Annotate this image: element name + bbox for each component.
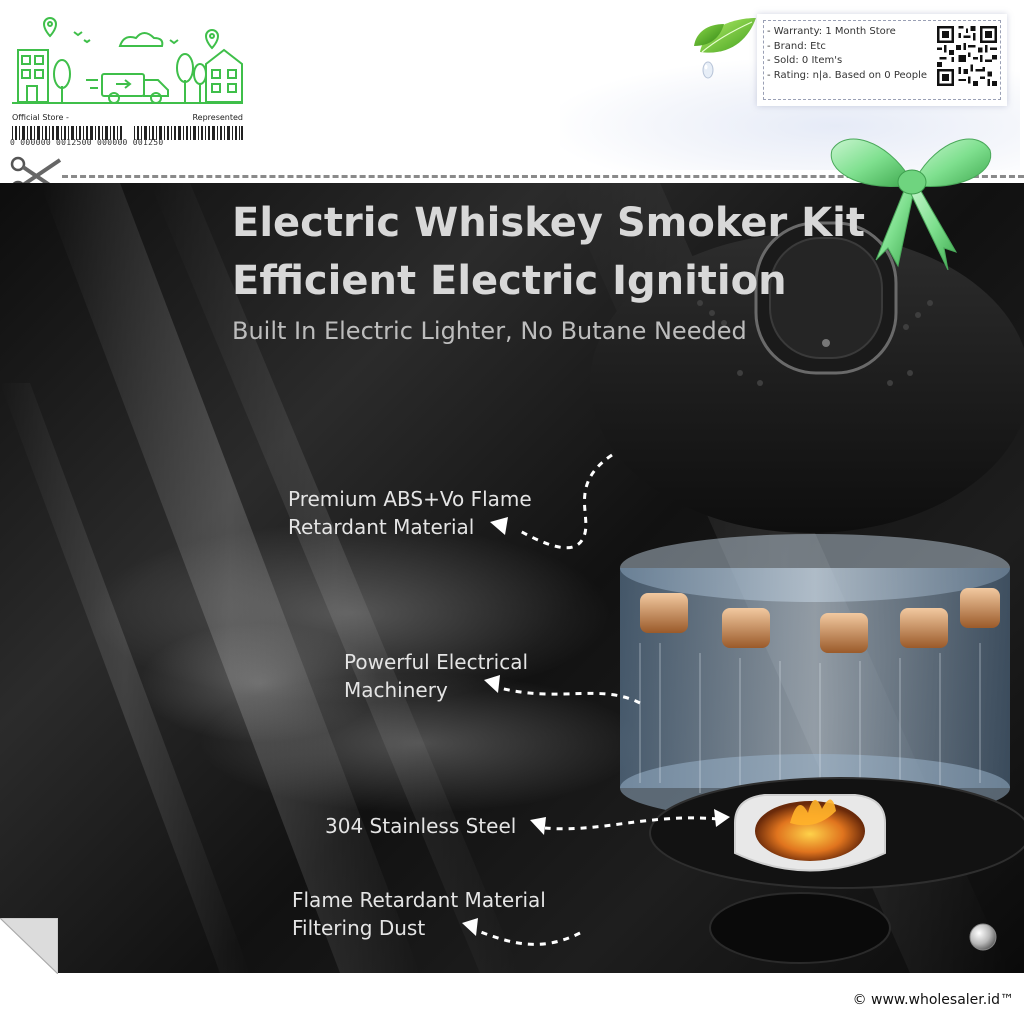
product-image-panel xyxy=(0,183,1024,973)
feature-callout-filter: Flame Retardant Material Filtering Dust xyxy=(292,886,546,942)
feature-line: 304 Stainless Steel xyxy=(325,814,517,838)
info-card-border xyxy=(763,20,1001,100)
barcode-number: 0 000000 0012500 000000 001250 xyxy=(10,138,164,147)
feature-line: Flame Retardant Material xyxy=(292,888,546,912)
feature-line: Premium ABS+Vo Flame xyxy=(288,487,532,511)
brand-line: - Brand: Etc xyxy=(767,40,826,52)
product-illustration xyxy=(0,183,1024,973)
feature-line: Retardant Material xyxy=(288,515,475,539)
feature-callout-steel: 304 Stainless Steel xyxy=(325,812,516,840)
barcode-icon xyxy=(12,126,243,140)
warranty-line: - Warranty: 1 Month Store xyxy=(767,26,896,37)
bottom-band xyxy=(0,973,1024,1024)
feature-line: Filtering Dust xyxy=(292,916,426,940)
product-info-card: - Warranty: 1 Month Store - Brand: Etc -… xyxy=(757,14,1007,106)
badge-labels: Official Store - Represented xyxy=(12,113,243,125)
leaf-icon xyxy=(694,18,756,79)
official-store-label: Official Store - xyxy=(12,113,69,122)
info-list: - Warranty: 1 Month Store - Brand: Etc -… xyxy=(767,25,927,83)
product-subtitle: Built In Electric Lighter, No Butane Nee… xyxy=(232,317,747,345)
page-fold-icon xyxy=(0,918,58,974)
copyright-watermark: © www.wholesaler.id™ xyxy=(852,992,1014,1008)
feature-callout-material: Premium ABS+Vo Flame Retardant Material xyxy=(288,485,532,541)
sold-line: - Sold: 0 Item's xyxy=(767,55,843,67)
feature-line: Machinery xyxy=(344,678,448,702)
scroll-button-icon[interactable] xyxy=(968,922,998,952)
store-badge: Official Store - Represented 0 000 xyxy=(10,10,245,147)
ribbon-bow-icon xyxy=(830,138,992,270)
city-delivery-truck-icon xyxy=(12,17,243,104)
represented-label: Represented xyxy=(192,113,243,122)
product-title-line2: Efficient Electric Ignition xyxy=(232,258,787,304)
feature-line: Powerful Electrical xyxy=(344,650,529,674)
qr-code-icon[interactable] xyxy=(937,26,997,86)
product-title-line1: Electric Whiskey Smoker Kit xyxy=(232,200,865,246)
rating-line: - Rating: n|a. Based on 0 People xyxy=(767,69,928,81)
cut-line xyxy=(62,175,1024,178)
feature-callout-machinery: Powerful Electrical Machinery xyxy=(344,648,528,704)
